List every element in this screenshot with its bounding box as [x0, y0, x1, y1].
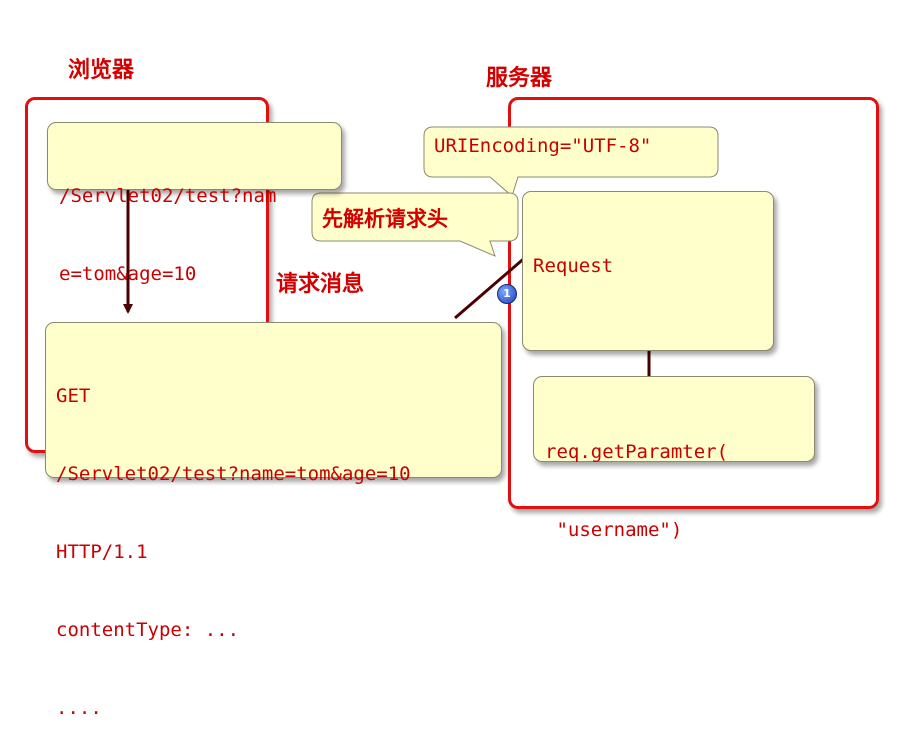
parse-header-callout-shape — [311, 192, 519, 257]
uri-encoding-callout-shape — [423, 126, 719, 197]
request-message-label: 请求消息 — [276, 272, 365, 297]
request-line-protocol: HTTP/1.1 — [56, 541, 148, 563]
browser-url-note: /Servlet02/test?nam e=tom&age=10 — [47, 122, 342, 285]
request-line-header: contentType: ... — [56, 619, 240, 641]
http-request-note: GET /Servlet02/test?name=tom&age=10 HTTP… — [45, 322, 502, 719]
request-object-note: Request — [522, 191, 774, 351]
request-line-path: /Servlet02/test?name=tom&age=10 — [56, 463, 411, 485]
getparam-note: req.getParamter( "username") — [533, 376, 815, 541]
browser-label: 浏览器 — [68, 58, 135, 83]
request-line-more: .... — [56, 697, 102, 719]
getparam-line-1: req.getParamter( — [545, 441, 729, 463]
request-object-label: Request — [533, 255, 614, 277]
request-line-method: GET — [56, 385, 91, 407]
getparam-line-2: "username") — [545, 519, 683, 541]
url-line-2: e=tom&age=10 — [59, 263, 197, 285]
url-line-1: /Servlet02/test?nam — [59, 185, 277, 207]
uri-encoding-text: URIEncoding="UTF-8" — [434, 135, 652, 157]
parse-header-text: 先解析请求头 — [322, 207, 448, 231]
server-label: 服务器 — [486, 66, 553, 91]
step-1-badge: 1 — [497, 284, 517, 304]
diagram-connectors — [123, 126, 719, 389]
